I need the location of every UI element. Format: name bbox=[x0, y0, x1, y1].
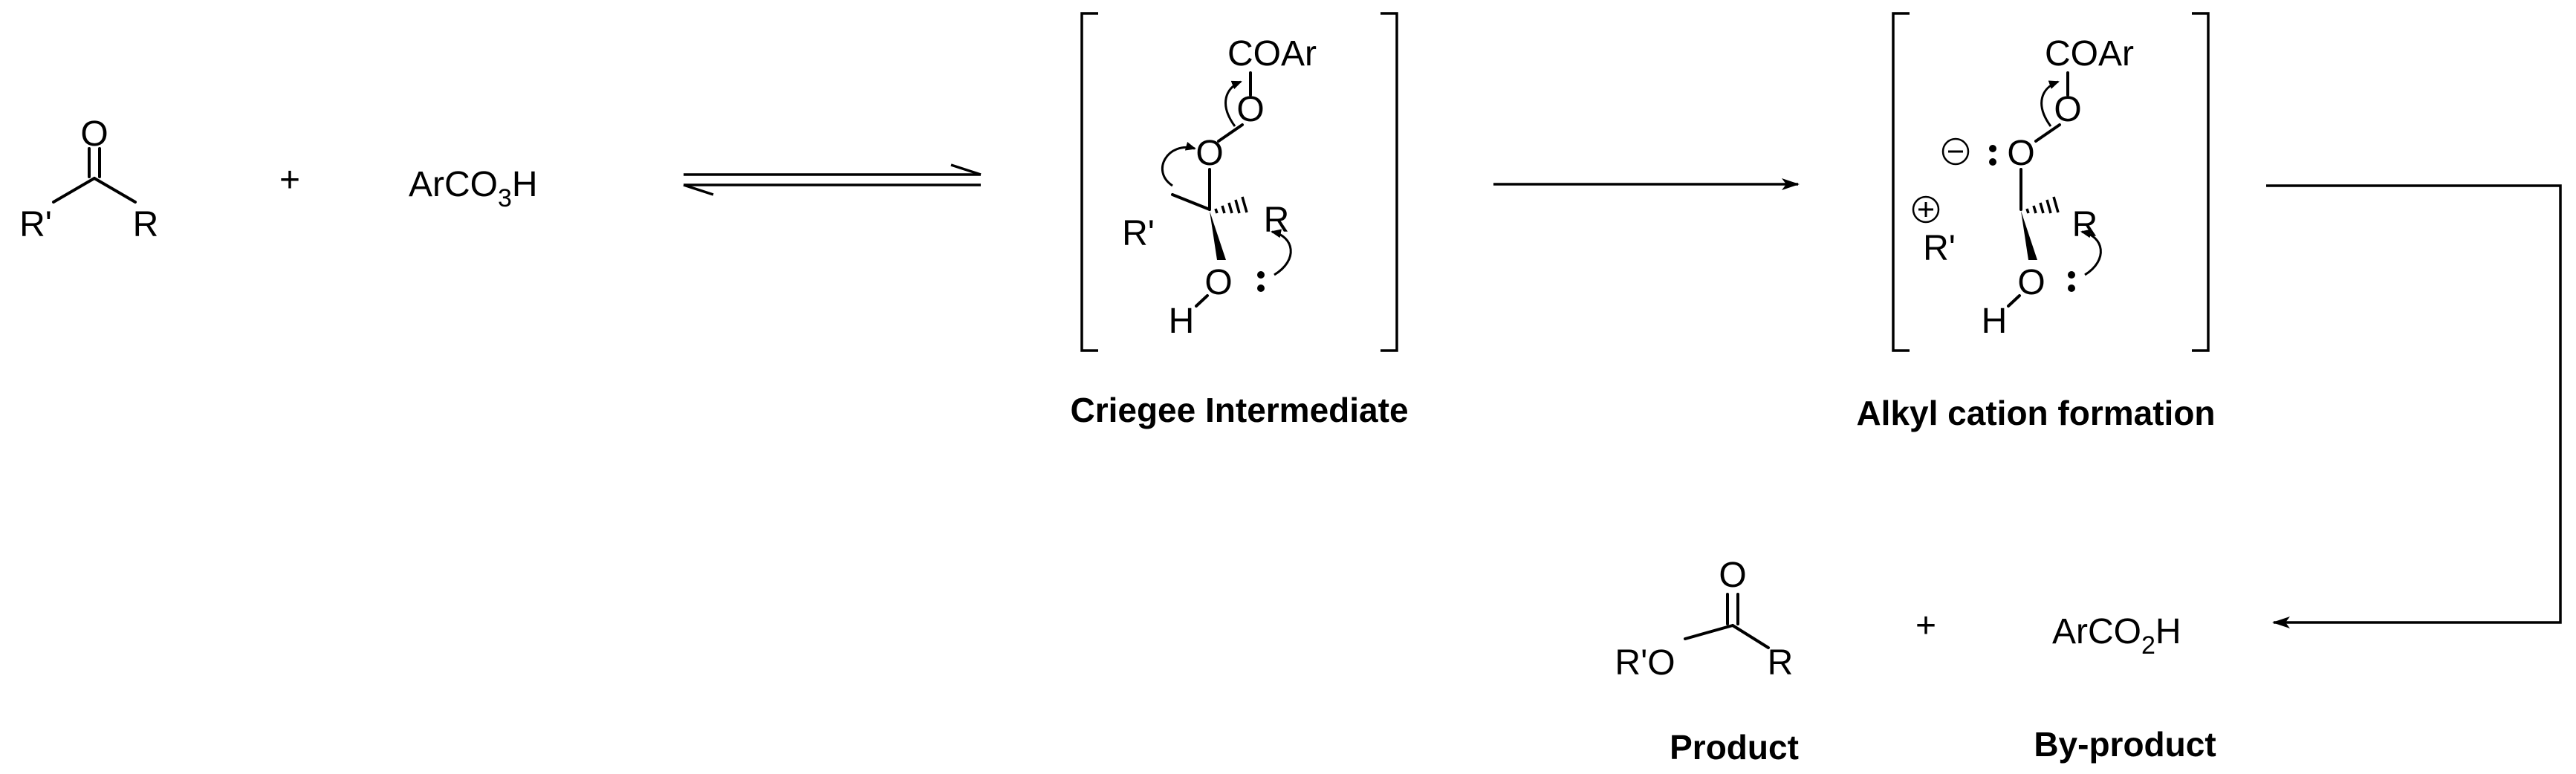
peracid-tail: H bbox=[512, 165, 538, 204]
negative-charge bbox=[1941, 137, 1970, 166]
curved-arrow-oh bbox=[2080, 229, 2102, 276]
lone-pair-dot bbox=[1257, 284, 1265, 292]
criegee-r-prime: R' bbox=[1122, 214, 1155, 253]
criegee-coar: COAr bbox=[1227, 34, 1317, 74]
cation-bold-wedge bbox=[2021, 211, 2037, 260]
criegee-hydroxyl-oxygen: O bbox=[1204, 263, 1232, 302]
ketone-reactant: O R' R bbox=[19, 114, 158, 244]
cation-hydroxyl-oxygen: O bbox=[2017, 263, 2045, 302]
peracid-main: ArCO bbox=[409, 165, 498, 204]
svg-text:ArCO2H: ArCO2H bbox=[2052, 612, 2181, 660]
peracid-subscript: 3 bbox=[498, 184, 512, 212]
curved-arrow-oo bbox=[1224, 80, 1242, 127]
curved-arrow-oo bbox=[2040, 80, 2060, 127]
ketone-r-prime: R' bbox=[19, 205, 52, 244]
criegee-intermediate: COAr O O R' R O H Criegee Intermediate bbox=[1070, 12, 1409, 429]
cation-hashed-wedge bbox=[2025, 196, 2060, 214]
ketone-r: R bbox=[133, 205, 159, 244]
lone-pair-dot bbox=[1257, 271, 1265, 279]
plus-sign-2: + bbox=[1915, 606, 1936, 645]
ester-product: O R'O R Product bbox=[1615, 556, 1798, 767]
peracid: ArCO3H bbox=[409, 165, 538, 212]
criegee-ester-oxygen: O bbox=[1236, 90, 1264, 129]
curved-arrow-oh bbox=[1271, 229, 1292, 276]
ester-r: R bbox=[1768, 643, 1794, 683]
ester-r-prime-o: R'O bbox=[1615, 643, 1675, 683]
lone-pair-dot bbox=[1989, 158, 1996, 166]
plus-sign-1: + bbox=[279, 160, 300, 200]
positive-charge bbox=[1912, 195, 1940, 224]
byproduct-subscript: 2 bbox=[2141, 631, 2155, 660]
byproduct-tail: H bbox=[2155, 612, 2181, 651]
criegee-bold-wedge bbox=[1210, 211, 1226, 260]
bracket-left bbox=[1892, 12, 1910, 352]
carboxylic-acid-byproduct: ArCO2H By-product bbox=[2034, 612, 2216, 764]
lone-pair-dot bbox=[2068, 271, 2075, 279]
reaction-arrow-2 bbox=[2266, 184, 2562, 628]
cation-ester-oxygen: O bbox=[2054, 90, 2081, 129]
byproduct-caption: By-product bbox=[2034, 725, 2216, 764]
cation-coar: COAr bbox=[2045, 34, 2134, 74]
byproduct-main: ArCO bbox=[2052, 612, 2141, 651]
criegee-caption: Criegee Intermediate bbox=[1070, 391, 1408, 429]
cation-anion-oxygen: O bbox=[2007, 134, 2034, 173]
ester-carbonyl-oxygen: O bbox=[1719, 556, 1746, 595]
equilibrium-arrow bbox=[683, 163, 982, 196]
cation-hydrogen: H bbox=[1982, 302, 2008, 341]
svg-text:ArCO3H: ArCO3H bbox=[409, 165, 538, 212]
curved-arrow-migration bbox=[1161, 142, 1196, 187]
criegee-hydrogen: H bbox=[1169, 302, 1195, 341]
ketone-oxygen: O bbox=[80, 114, 108, 154]
bracket-right bbox=[1381, 12, 1398, 352]
criegee-peroxy-oxygen: O bbox=[1195, 134, 1223, 173]
lone-pair-dot bbox=[2068, 284, 2075, 292]
bracket-left bbox=[1080, 12, 1098, 352]
cation-caption: Alkyl cation formation bbox=[1856, 394, 2215, 432]
alkyl-cation-intermediate: COAr O O R' R O bbox=[1856, 12, 2216, 432]
product-caption: Product bbox=[1670, 728, 1799, 767]
bracket-right bbox=[2192, 12, 2210, 352]
cation-r-prime: R' bbox=[1923, 229, 1956, 268]
criegee-hashed-wedge bbox=[1214, 196, 1248, 214]
lone-pair-dot bbox=[1989, 145, 1996, 152]
